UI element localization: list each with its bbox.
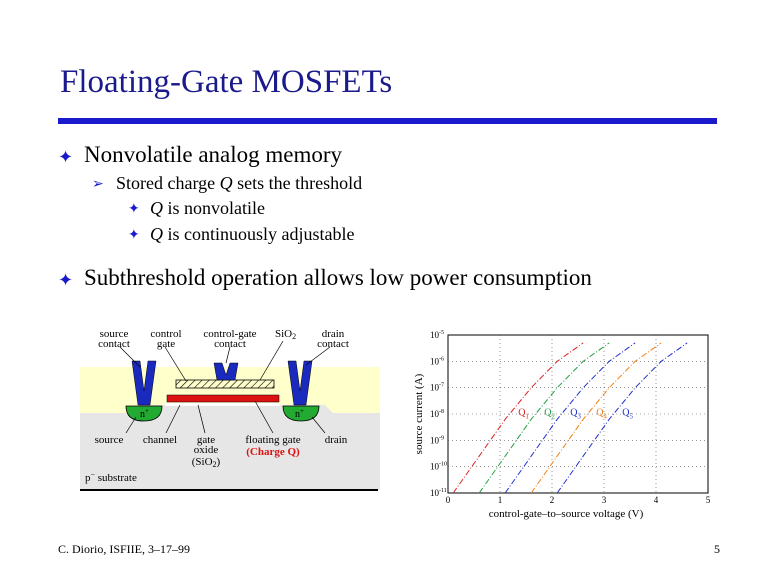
control-gate — [175, 379, 275, 389]
x-tick-label: 5 — [706, 495, 711, 505]
bullet-subthreshold: Subthreshold operation allows low power … — [84, 265, 592, 290]
series-label-q5: Q5 — [622, 407, 633, 420]
label-source: source — [95, 434, 124, 446]
y-tick-label: 10-8 — [430, 409, 444, 419]
label-floating-gate: floating gate — [245, 434, 300, 446]
label-source-contact-2: contact — [98, 338, 130, 350]
control-gate-contact — [213, 362, 239, 381]
series-label-q2: Q2 — [544, 407, 555, 420]
bullet-star-icon: ✦ — [58, 270, 74, 290]
label-channel: channel — [143, 434, 177, 446]
gate-oxide — [165, 403, 280, 406]
bullet-star-icon: ✦ — [128, 202, 140, 217]
device-cross-section: n+ n+ source contact control gate contro… — [80, 328, 380, 491]
label-control-gate-2: gate — [157, 338, 175, 350]
label-sio2: SiO2 — [275, 328, 296, 341]
page-number: 5 — [714, 542, 720, 556]
label-cg-contact-1: control-gate — [203, 328, 256, 340]
label-gate-oxide-3: (SiO2) — [192, 456, 221, 469]
footer-citation: C. Diorio, ISFIIE, 3–17–99 — [58, 542, 190, 556]
bullet-nonvolatile: Nonvolatile analog memory — [84, 142, 343, 167]
label-drain-contact-2: contact — [317, 338, 349, 350]
y-tick-label: 10-7 — [430, 383, 444, 393]
series-label-q1: Q1 — [518, 407, 529, 420]
series-label-q3: Q3 — [570, 407, 581, 420]
series-line-q5 — [556, 342, 688, 494]
x-tick-label: 0 — [446, 495, 451, 505]
label-substrate: p− substrate — [85, 470, 137, 484]
y-axis-label: source current (A) — [413, 373, 425, 454]
n-plus-drain-label: n+ — [295, 407, 304, 420]
series-line-q1 — [452, 342, 584, 494]
y-tick-label: 10-5 — [430, 330, 444, 340]
label-source-contact-1: source — [100, 328, 129, 340]
x-tick-label: 4 — [654, 495, 659, 505]
label-gate-oxide-1: gate — [197, 434, 215, 446]
y-tick-label: 10-10 — [430, 462, 447, 472]
y-tick-label: 10-9 — [430, 435, 444, 445]
n-plus-source-well — [125, 405, 163, 422]
x-tick-label: 1 — [498, 495, 503, 505]
x-tick-label: 2 — [550, 495, 555, 505]
drain-contact — [287, 360, 313, 406]
sub-bullet-stored-charge: Stored charge Q sets the threshold — [116, 173, 363, 193]
bullet-star-icon: ✦ — [58, 147, 74, 167]
bullet-arrow-icon: ➢ — [92, 177, 104, 192]
floating-gate — [166, 394, 280, 403]
series-line-q2 — [478, 342, 610, 494]
source-contact — [131, 360, 157, 406]
series-line-q3 — [504, 342, 636, 494]
x-tick-label: 3 — [602, 495, 607, 505]
label-control-gate-1: control — [150, 328, 181, 340]
series-label-q4: Q4 — [596, 407, 607, 420]
substrate-region — [80, 405, 380, 490]
n-plus-source-label: n+ — [140, 407, 149, 420]
y-tick-label: 10-11 — [430, 488, 447, 498]
n-plus-drain-well — [282, 405, 320, 422]
label-drain: drain — [325, 434, 348, 446]
sub-sub-bullet-adjustable: Q is continuously adjustable — [150, 224, 355, 244]
label-gate-oxide-2: oxide — [194, 444, 219, 456]
title-rule — [58, 118, 717, 124]
series-line-q4 — [530, 342, 662, 494]
label-drain-contact-1: drain — [322, 328, 345, 340]
slide-title: Floating-Gate MOSFETs — [60, 64, 393, 100]
label-cg-contact-2: contact — [214, 338, 246, 350]
label-charge-q: (Charge Q) — [246, 446, 300, 458]
bullet-star-icon: ✦ — [128, 228, 140, 243]
sub-sub-bullet-nonvolatile: Q is nonvolatile — [150, 198, 265, 218]
subthreshold-iv-chart: 0 1 2 3 4 5 10-5 10-6 10-7 10-8 10-9 10-10 10-11 Q1 Q… — [413, 330, 711, 520]
x-axis-label: control-gate–to–source voltage (V) — [489, 508, 644, 520]
y-tick-label: 10-6 — [430, 356, 444, 366]
